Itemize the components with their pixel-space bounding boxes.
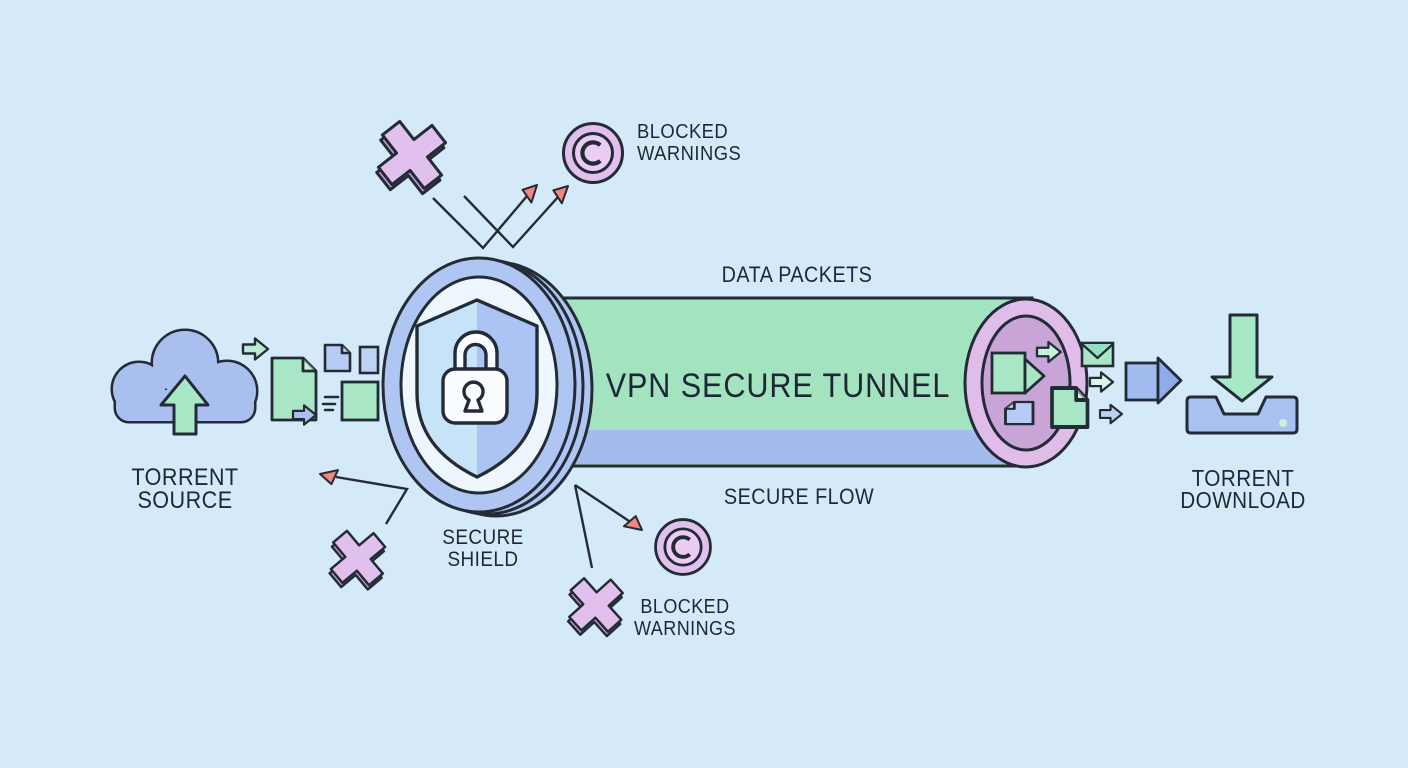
packet-square bbox=[340, 380, 380, 422]
copyright-icon bbox=[564, 124, 623, 183]
incoming-packets bbox=[241, 337, 380, 426]
copyright-icon bbox=[653, 517, 713, 577]
arrow-right-icon bbox=[1088, 371, 1115, 393]
deflect-arrowhead-icon bbox=[317, 466, 339, 486]
vpn-tunnel-body bbox=[538, 296, 1034, 468]
file-icon bbox=[1004, 400, 1035, 426]
packet-square bbox=[990, 351, 1027, 395]
data-packets-label: DATA PACKETS bbox=[721, 262, 873, 287]
deflect-arrows-bottom-right bbox=[573, 484, 630, 569]
arrow-right-icon bbox=[1098, 403, 1124, 425]
x-mark-icon bbox=[554, 564, 637, 650]
blocked-warnings-top-label: BLOCKED WARNINGS bbox=[637, 121, 742, 165]
download-arrow-icon bbox=[1210, 313, 1274, 403]
file-icon bbox=[323, 343, 352, 373]
keyhole-icon bbox=[462, 380, 485, 413]
shield-lock-icon bbox=[381, 256, 594, 518]
torrent-source-label: TORRENT SOURCE bbox=[131, 464, 239, 514]
vpn-tunnel-label: VPN SECURE TUNNEL bbox=[605, 367, 951, 405]
outgoing-packets bbox=[1080, 341, 1183, 425]
deflect-arrows-bottom-left bbox=[335, 475, 409, 525]
secure-shield-label: SECURE SHIELD bbox=[442, 526, 524, 571]
blocked-warnings-bottom-label: BLOCKED WARNINGS bbox=[634, 596, 736, 640]
download-tray-icon bbox=[1185, 395, 1299, 435]
packet-square bbox=[358, 345, 380, 375]
tray-dot bbox=[1279, 419, 1287, 427]
x-mark-icon bbox=[361, 105, 462, 210]
arrow-right-icon bbox=[241, 337, 270, 361]
secure-flow-label: SECURE FLOW bbox=[723, 484, 875, 509]
packet-triangle bbox=[1023, 357, 1046, 395]
packet-arrow-icon bbox=[1124, 356, 1183, 405]
upload-arrow-icon bbox=[159, 374, 210, 436]
tunnel-exit-icon bbox=[963, 297, 1090, 469]
file-icon bbox=[1050, 386, 1090, 429]
torrent-download-label: TORRENT DOWNLOAD bbox=[1180, 465, 1306, 513]
speed-lines-icon bbox=[321, 395, 340, 412]
envelope-icon bbox=[1080, 341, 1115, 368]
deflect-arrows-top bbox=[432, 195, 559, 250]
deflect-arrowhead-icon bbox=[622, 512, 648, 537]
x-mark-icon bbox=[316, 517, 399, 603]
cloud-upload-icon bbox=[110, 328, 259, 436]
lock-icon bbox=[441, 330, 509, 425]
